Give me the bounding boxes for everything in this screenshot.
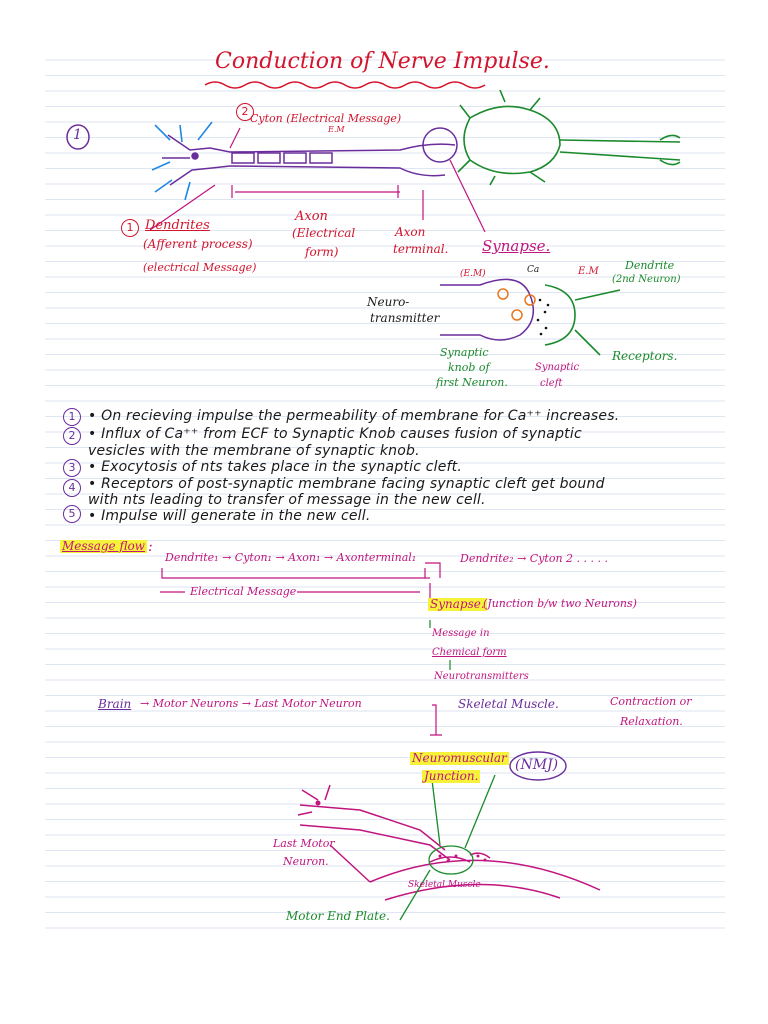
contraction: Contraction or	[610, 695, 692, 708]
dendrites-label: Dendrites	[145, 218, 210, 233]
second-neuron-drawing	[457, 89, 681, 186]
section-circle	[66, 124, 90, 150]
message-flow-chain2: Dendrite₂ → Cyton 2 . . . . .	[460, 552, 609, 565]
last-motor-2: Neuron.	[283, 855, 329, 868]
message-in: Message in	[432, 628, 490, 639]
point-5-number: 5	[63, 505, 81, 523]
point-3-text: • Exocytosis of nts takes place in the s…	[88, 459, 463, 475]
point-4-number: 4	[63, 479, 81, 497]
dendrites-number: 1	[121, 219, 139, 237]
axon-terminal-2: terminal.	[393, 242, 449, 256]
point-2-text: • Influx of Ca⁺⁺ from ECF to Synaptic Kn…	[88, 426, 582, 442]
neurotransmitter-1: Neuro-	[367, 295, 410, 309]
point-1-number: 1	[63, 408, 81, 426]
cleft-label-1: Synaptic	[535, 362, 580, 373]
motor-end-plate: Motor End Plate.	[286, 909, 390, 923]
cyton-em: E.M	[328, 125, 345, 134]
message-flow-colon: :	[148, 539, 153, 555]
nmj-drawing	[297, 784, 601, 901]
last-motor-1: Last Motor	[273, 837, 335, 850]
nmj-label-2: Junction.	[422, 769, 481, 784]
dendrite-label: Dendrite	[625, 259, 675, 272]
first-neuron-drawing	[162, 127, 458, 186]
relaxation: Relaxation.	[620, 715, 683, 728]
second-neuron-label: (2nd Neuron)	[612, 274, 681, 285]
dendrite-arrows	[151, 121, 213, 201]
message-flow-label: Message flow	[60, 539, 147, 554]
flow-synapse: Synapse.	[428, 597, 487, 612]
point-2-number: 2	[63, 427, 81, 445]
motor-chain: → Motor Neurons → Last Motor Neuron	[140, 697, 362, 710]
synapse-em-left: (E.M)	[460, 269, 486, 279]
point-4-cont: with nts leading to transfer of message …	[88, 492, 486, 508]
point-3-number: 3	[63, 459, 81, 477]
message-flow-chain: Dendrite₁ → Cyton₁ → Axon₁ → Axontermina…	[165, 551, 417, 564]
neurotransmitters: Neurotransmitters	[434, 671, 529, 682]
knob-label-1: Synaptic	[440, 346, 489, 359]
brain-label: Brain	[98, 697, 132, 711]
electrical-message-label: (electrical Message)	[143, 261, 257, 274]
point-1-text: • On recieving impulse the permeability …	[88, 408, 620, 424]
skeletal-muscle: Skeletal Muscle.	[458, 697, 559, 711]
electrical-message: Electrical Message	[190, 585, 297, 598]
point-4-text: • Receptors of post-synaptic membrane fa…	[88, 476, 605, 492]
point-5-text: • Impulse will generate in the new cell.	[88, 508, 371, 524]
skeletal-muscle-label: Skeletal Muscle	[408, 880, 481, 890]
afferent-label: (Afferent process)	[143, 237, 253, 251]
synapse-em-right: E.M	[578, 266, 599, 277]
knob-label-2: knob of	[448, 361, 490, 374]
axon-label: Axon	[295, 209, 328, 224]
axon-form: form)	[305, 245, 339, 259]
flow-junction: (Junction b/w two Neurons)	[483, 597, 637, 610]
cyton-label: Cyton (Electrical Message)	[250, 112, 402, 125]
section-mark: 1	[73, 127, 82, 143]
cleft-label-2: cleft	[540, 378, 563, 389]
synapse-drawing	[440, 278, 536, 341]
neurotransmitter-2: transmitter	[370, 311, 440, 325]
chemical-form: Chemical form	[432, 647, 507, 658]
point-2-cont: vesicles with the membrane of synaptic k…	[88, 443, 420, 459]
axon-electrical: (Electrical	[292, 226, 356, 240]
synapse-ca: Ca	[527, 265, 540, 275]
axon-terminal-1: Axon	[395, 225, 426, 239]
knob-label-3: first Neuron.	[436, 376, 508, 389]
nmj-abbr: (NMJ)	[515, 757, 559, 773]
receptors-label: Receptors.	[612, 349, 678, 363]
nmj-label-1: Neuromuscular	[410, 751, 509, 766]
page-title: Conduction of Nerve Impulse.	[215, 49, 550, 74]
title-underline	[204, 81, 486, 89]
synapse-title: Synapse.	[482, 237, 551, 255]
cyton-number: 2	[236, 103, 254, 121]
